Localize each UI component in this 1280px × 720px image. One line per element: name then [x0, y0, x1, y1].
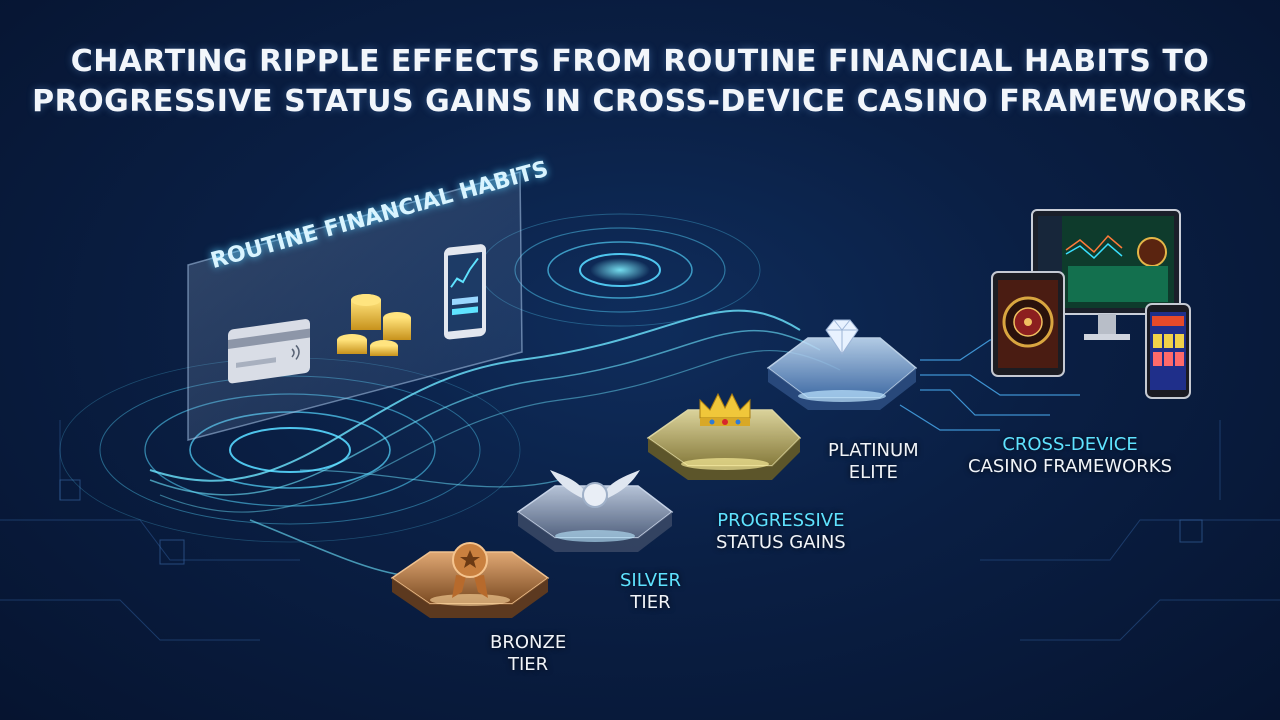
circuit-squares	[59, 479, 1203, 565]
energy-streams	[149, 309, 841, 578]
credit-card-icon	[228, 319, 310, 384]
smartphone-chart-icon	[444, 244, 486, 340]
title-line-1: CHARTING RIPPLE EFFECTS FROM ROUTINE FIN…	[70, 44, 1210, 79]
bronze-tier-platform	[390, 542, 550, 618]
cross-device-label: CROSS-DEVICE CASINO FRAMEWORKS	[968, 434, 1173, 477]
routine-financial-habits-panel	[187, 171, 523, 441]
winged-emblem-icon	[550, 470, 640, 508]
monitor-icon	[1031, 209, 1181, 340]
page-title: CHARTING RIPPLE EFFECTS FROM ROUTINE FIN…	[0, 42, 1280, 122]
coin-stack-icon	[337, 294, 411, 356]
circuit-lines	[0, 420, 1280, 641]
title-line-2: PROGRESSIVE STATUS GAINS IN CROSS-DEVICE…	[32, 84, 1248, 119]
crown-icon	[699, 392, 751, 426]
diamond-icon	[825, 319, 859, 355]
platinum-elite-label: PLATINUM ELITE	[828, 440, 919, 483]
platinum-elite-platform	[766, 319, 918, 410]
progressive-status-label: PROGRESSIVE STATUS GAINS	[716, 510, 846, 553]
silver-tier-platform	[516, 470, 674, 552]
tablet-roulette-icon	[991, 271, 1065, 377]
phone-slots-icon	[1145, 303, 1191, 399]
bronze-tier-label: BRONZE TIER	[490, 632, 567, 675]
medal-icon	[452, 542, 488, 598]
ripple-glow	[590, 258, 650, 282]
progressive-status-platform	[646, 392, 802, 480]
silver-tier-label: SILVER TIER	[620, 570, 681, 613]
